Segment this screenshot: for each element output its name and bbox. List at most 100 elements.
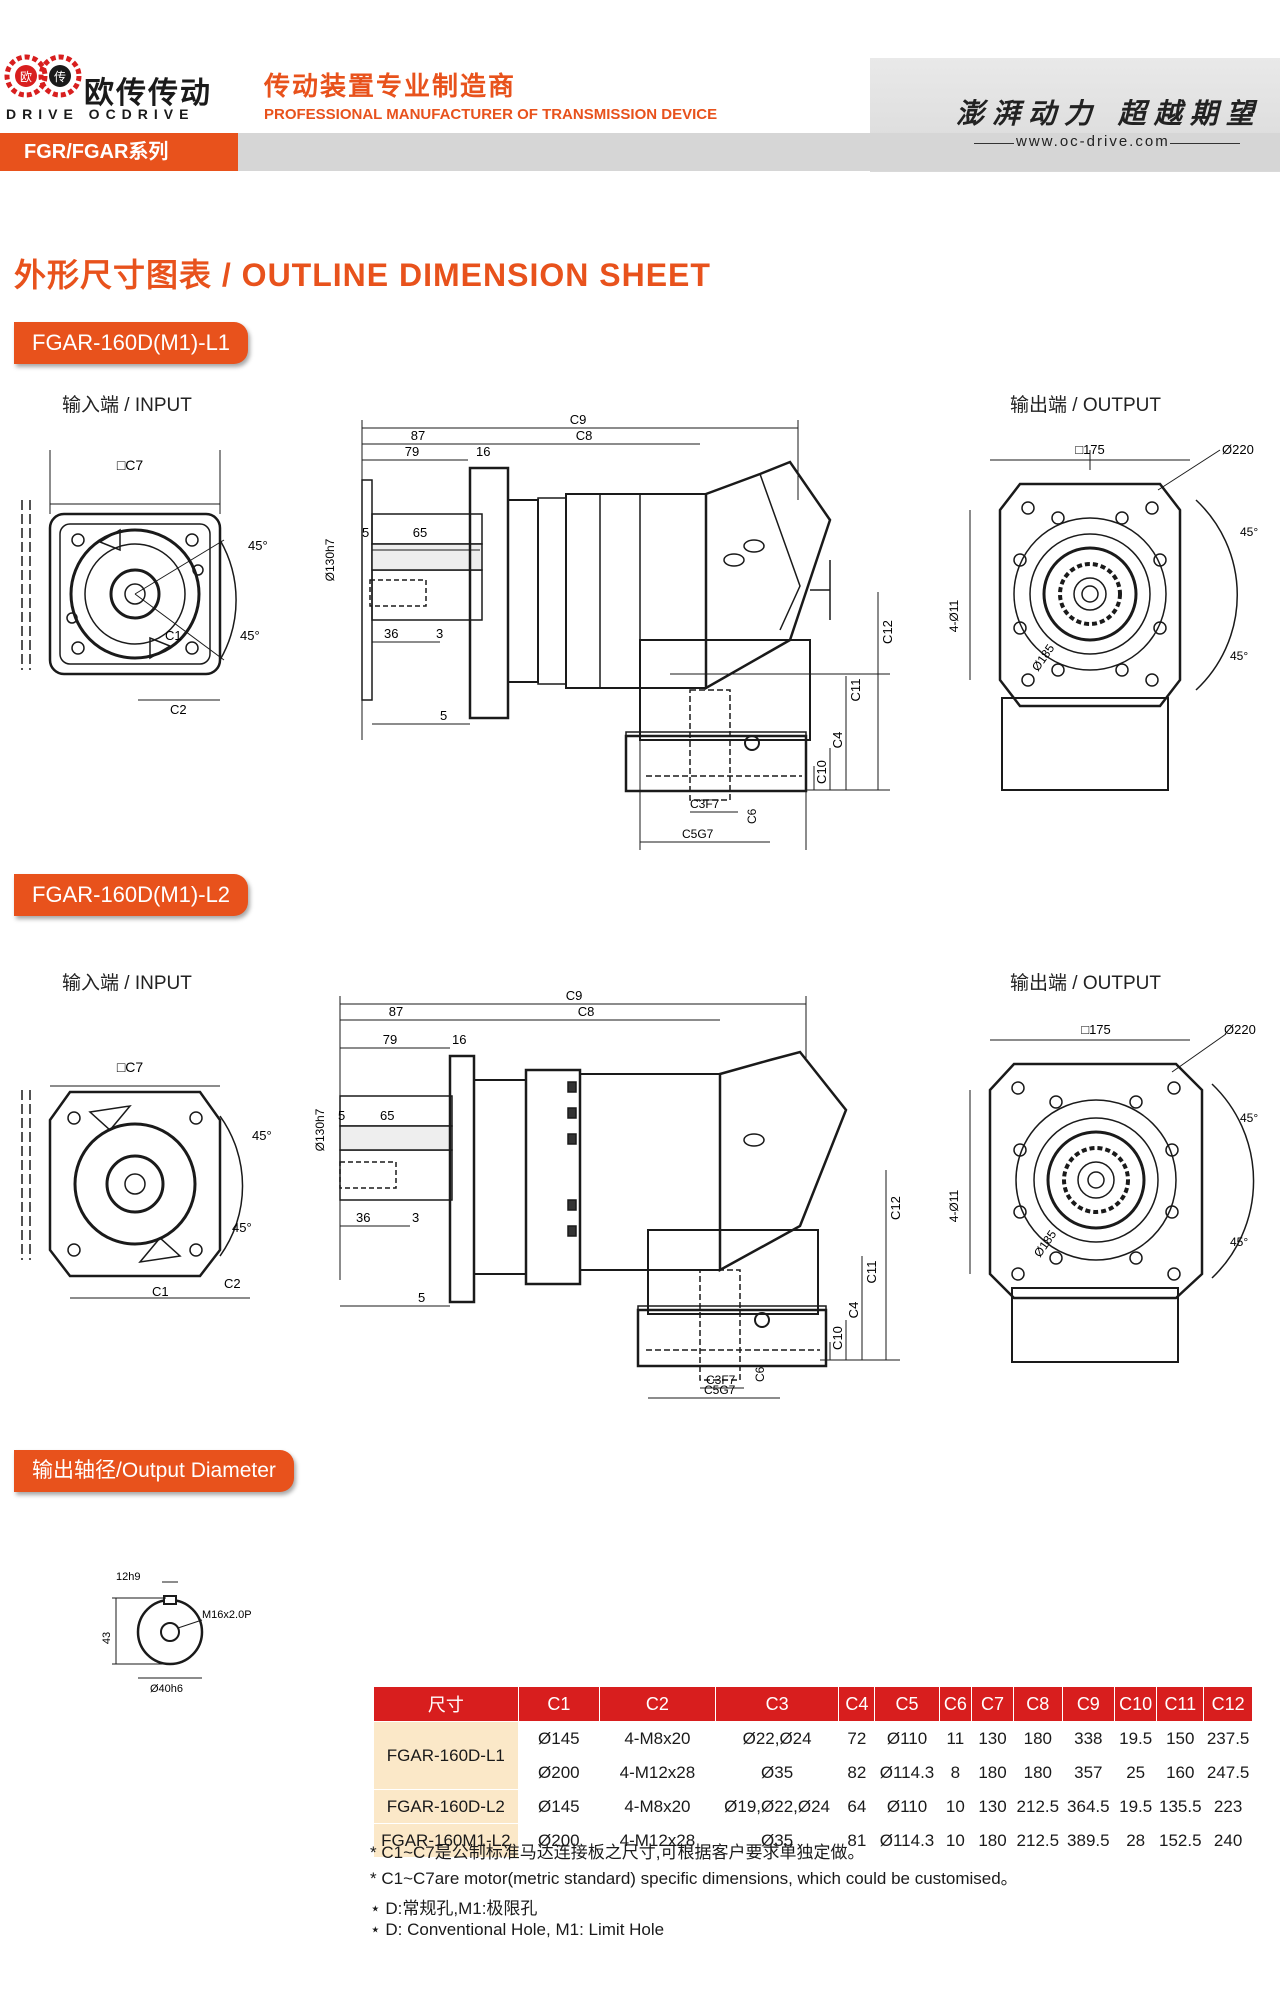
table-cell: 11 <box>938 1721 973 1756</box>
dim-5-bottom: 5 <box>440 708 447 723</box>
table-cell: 135.5 <box>1156 1789 1205 1824</box>
output-label-l2: 输出端 / OUTPUT <box>1010 973 1161 994</box>
dim-12h9: 12h9 <box>116 1571 140 1583</box>
dim-16-l2: 16 <box>452 1032 466 1047</box>
dim-185: Ø185 <box>1029 641 1057 673</box>
dim-36-l2: 36 <box>356 1210 370 1225</box>
note-en-1: * C1~C7are motor(metric standard) specif… <box>370 1869 1018 1888</box>
dim-c9: C9 <box>570 412 587 427</box>
table-row: FGAR-160D-L2 Ø145 4-M8x20 Ø19,Ø22,Ø24 64… <box>373 1789 1253 1824</box>
dim-c5: C5G7 <box>682 827 714 841</box>
table-row: FGAR-160M1-L2 Ø200 4-M12x28 Ø35 81 Ø114.… <box>373 1823 1253 1858</box>
dim-175: □175 <box>1075 442 1105 457</box>
dim-40h6: Ø40h6 <box>150 1683 183 1695</box>
dim-c3: C3F7 <box>690 797 720 811</box>
table-cell: 82 <box>838 1755 876 1790</box>
tagline-cn: 传动装置专业制造商 <box>264 71 517 101</box>
table-cell: 247.5 <box>1203 1755 1253 1790</box>
table-cell: Ø114.3 <box>874 1823 940 1858</box>
table-header: C5 <box>874 1686 940 1722</box>
table-cell: 10 <box>938 1823 973 1858</box>
table-cell: 212.5 <box>1012 1789 1063 1824</box>
table-cell: 4-M8x20 <box>599 1789 716 1824</box>
side-view-drawing-l2: C9 C8 87 79 16 65 5 36 3 5 Ø130h7 C12 C1… <box>313 990 903 1399</box>
dim-36: 36 <box>384 626 398 641</box>
dim-130-l2: Ø130h7 <box>313 1108 327 1151</box>
table-cell-model: FGAR-160M1-L2 <box>373 1823 519 1858</box>
table-cell: 212.5 <box>1012 1823 1063 1858</box>
company-logo-icon: 欧 传 <box>4 54 82 98</box>
table-header: C6 <box>938 1686 973 1722</box>
dimension-table: 尺寸 C1 C2 C3 C4 C5 C6 C7 C8 C9 C10 C11 C1… <box>373 1686 1253 1858</box>
table-cell: 81 <box>838 1823 876 1858</box>
dim-45-l2-upper: 45° <box>252 1128 272 1143</box>
table-header: C10 <box>1113 1686 1158 1722</box>
table-cell: 25 <box>1113 1755 1158 1790</box>
table-header: C9 <box>1061 1686 1115 1722</box>
table-cell: Ø110 <box>874 1789 940 1824</box>
output-shaft-drawing: 12h9 43 M16x2.0P Ø40h6 <box>101 1571 252 1695</box>
table-cell: 389.5 <box>1061 1823 1115 1858</box>
dim-4-11-l2: 4-Ø11 <box>947 1189 961 1222</box>
output-view-drawing-l1: □175 Ø220 45° 45° 4-Ø11 Ø185 <box>947 442 1258 791</box>
series-tab[interactable]: FGR/FGAR系列 <box>0 133 238 171</box>
dim-c12-l2: C12 <box>888 1196 903 1220</box>
table-header: C11 <box>1156 1686 1205 1722</box>
dim-c2: C2 <box>170 702 187 717</box>
dim-16: 16 <box>476 444 490 459</box>
table-cell: 28 <box>1113 1823 1158 1858</box>
slogan: 澎湃动力 超越期望 <box>956 97 1262 130</box>
table-header: C3 <box>714 1686 840 1722</box>
table-cell: 180 <box>971 1823 1014 1858</box>
dim-87: 87 <box>411 428 425 443</box>
table-cell: 19.5 <box>1113 1789 1158 1824</box>
page-title: 外形尺寸图表 / OUTLINE DIMENSION SHEET <box>14 257 711 293</box>
table-header: 尺寸 <box>373 1686 519 1722</box>
dim-c1: C1 <box>165 628 182 643</box>
table-cell: 4-M12x28 <box>599 1755 716 1790</box>
table-header: C2 <box>599 1686 716 1722</box>
table-header: C8 <box>1012 1686 1063 1722</box>
table-cell: 180 <box>1012 1755 1063 1790</box>
dim-c11: C11 <box>848 679 863 702</box>
table-cell: Ø200 <box>517 1755 601 1790</box>
dim-5-l2-top: 5 <box>338 1108 345 1123</box>
table-cell: 64 <box>838 1789 876 1824</box>
model-pill-l2: FGAR-160D(M1)-L2 <box>14 874 249 916</box>
dim-175-l2: □175 <box>1081 1022 1111 1037</box>
tagline-en: PROFESSIONAL MANUFACTURER OF TRANSMISSIO… <box>264 106 718 123</box>
table-cell: Ø22,Ø24 <box>714 1721 840 1756</box>
dim-m16: M16x2.0P <box>202 1609 252 1621</box>
table-cell: 180 <box>1012 1721 1063 1756</box>
dim-c7: □C7 <box>117 457 144 473</box>
dim-43: 43 <box>101 1632 113 1644</box>
dim-c9-l2: C9 <box>566 990 583 1003</box>
table-cell: Ø35 <box>714 1755 840 1790</box>
input-label-l1: 输入端 / INPUT <box>62 395 192 416</box>
dim-45-lower: 45° <box>240 628 260 643</box>
dim-220: Ø220 <box>1222 442 1254 457</box>
url-rule-left <box>974 143 1014 144</box>
dim-c6: C6 <box>745 808 759 824</box>
table-cell: 4-M12x28 <box>599 1823 716 1858</box>
table-cell: 357 <box>1061 1755 1115 1790</box>
dim-79-l2: 79 <box>383 1032 397 1047</box>
table-row: Ø200 4-M12x28 Ø35 82 Ø114.3 8 180 180 35… <box>374 1755 1253 1790</box>
dim-c5-l2: C5G7 <box>704 1383 736 1397</box>
table-cell: 152.5 <box>1156 1823 1205 1858</box>
dim-79: 79 <box>405 444 419 459</box>
dim-c1-l2: C1 <box>152 1284 169 1299</box>
note-cn-2: ⋆ D:常规孔,M1:极限孔 <box>370 1899 538 1918</box>
website-link[interactable]: www.oc-drive.com <box>1016 133 1170 150</box>
dim-c8-l2: C8 <box>578 1004 595 1019</box>
table-cell: Ø145 <box>517 1789 601 1824</box>
output-view-drawing-l2: □175 Ø220 45° 45° 4-Ø11 Ø185 <box>947 1022 1258 1363</box>
dim-45-l2-lower: 45° <box>232 1220 252 1235</box>
dim-130: Ø130h7 <box>323 538 337 581</box>
model-pill-l1: FGAR-160D(M1)-L1 <box>14 322 249 364</box>
table-cell: 240 <box>1203 1823 1253 1858</box>
dim-3: 3 <box>436 626 443 641</box>
dim-c8: C8 <box>576 428 593 443</box>
dim-65: 65 <box>413 525 427 540</box>
table-cell-model: FGAR-160D-L2 <box>373 1789 519 1824</box>
